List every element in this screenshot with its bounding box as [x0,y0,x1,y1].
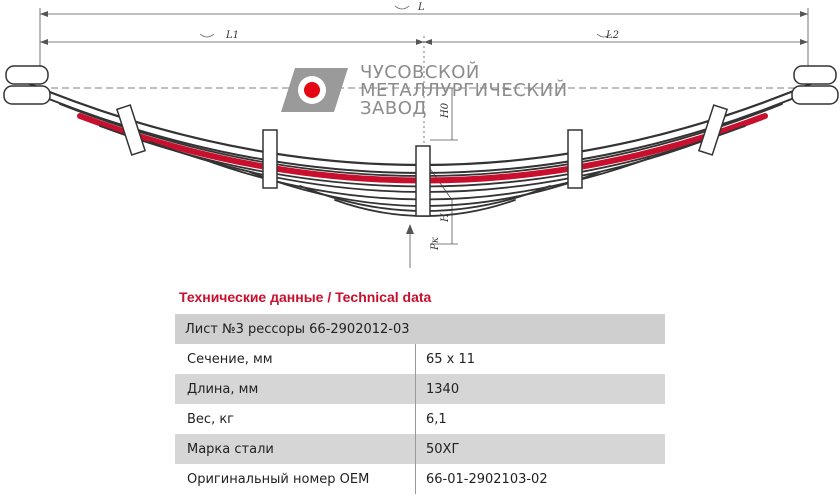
spec-value: 66-01-2902103-02 [415,464,665,494]
spec-label: Оригинальный номер OEM [175,464,416,494]
dim-label-pk: Pк [430,237,441,251]
spec-label: Марка стали [175,434,416,464]
spec-label: Сечение, мм [175,344,416,374]
spec-row: Вес, кг 6,1 [175,404,665,434]
spec-value: 50ХГ [415,434,665,464]
spec-row: Оригинальный номер OEM 66-01-2902103-02 [175,464,665,494]
spec-header: Лист №3 рессоры 66-2902012-03 [175,314,665,344]
dim-label-h: H [440,213,451,223]
logo-line-2: МЕТАЛЛУРГИЧЕСКИЙ [360,79,568,101]
leaf-spring-drawing: L L1 L2 H0 H Pк ЧУСОВСКОЙ МЕТАЛЛУРГИЧЕСК… [3,2,839,268]
dim-label-h0: H0 [440,102,451,119]
spec-row: Марка стали 50ХГ [175,434,665,464]
spec-row: Длина, мм 1340 [175,374,665,404]
logo-line-3: ЗАВОД [360,98,427,119]
spec-row: Сечение, мм 65 x 11 [175,344,665,374]
spec-title: Технические данные / Technical data [179,289,432,305]
dim-label-l2: L2 [605,30,619,41]
spring-eyes [3,65,839,105]
spec-header-row: Лист №3 рессоры 66-2902012-03 [175,314,665,344]
spec-label: Длина, мм [175,374,416,404]
dim-label-l: L [417,2,425,13]
company-logo: ЧУСОВСКОЙ МЕТАЛЛУРГИЧЕСКИЙ ЗАВОД [281,61,568,119]
spec-value: 6,1 [415,404,665,434]
logo-line-1: ЧУСОВСКОЙ [360,61,480,83]
dim-label-l1: L1 [225,30,239,41]
spec-table: Лист №3 рессоры 66-2902012-03 Сечение, м… [175,314,665,494]
spec-value: 65 x 11 [415,344,665,374]
spec-label: Вес, кг [175,404,416,434]
spec-value: 1340 [415,374,665,404]
spring-clamps [115,104,729,217]
